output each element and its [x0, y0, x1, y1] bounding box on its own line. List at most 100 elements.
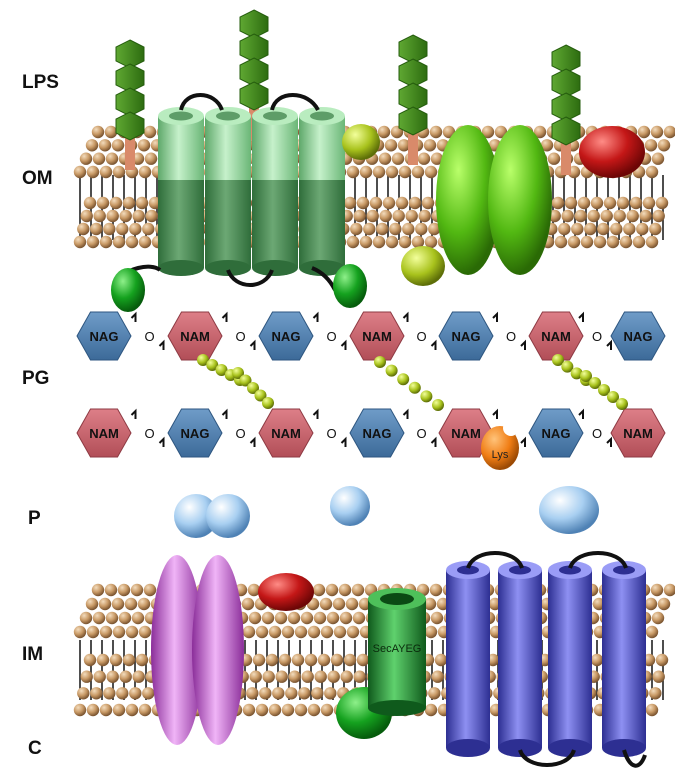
- lipid-head: [98, 139, 112, 152]
- peptide-crosslink: [374, 356, 444, 411]
- peptidoglycan-label: PG: [22, 368, 50, 389]
- lipid-head: [112, 703, 126, 717]
- glycosidic-bond: O: [221, 408, 256, 447]
- lipid-head: [314, 670, 327, 683]
- lipid-head: [652, 670, 665, 683]
- lipid-head: [96, 653, 110, 667]
- sec-translocon: SecAYEG: [336, 588, 426, 739]
- lipid-head: [397, 139, 411, 152]
- lps-sugar: [115, 111, 145, 141]
- lipid-head: [135, 196, 149, 210]
- lipid-head: [350, 222, 363, 236]
- lipid-head: [118, 611, 132, 625]
- lipid-head: [343, 196, 357, 210]
- lipid-head: [265, 653, 279, 667]
- lipid-head: [561, 209, 574, 223]
- nag-sugar: NAG: [610, 311, 666, 361]
- cytoplasm-label: C: [28, 738, 42, 759]
- lipid-head: [311, 687, 324, 700]
- oxygen-label: O: [144, 329, 154, 344]
- lipid-head: [320, 625, 334, 639]
- lipid-head: [80, 209, 93, 223]
- lipid-head: [567, 235, 581, 249]
- outer-membrane-label: OM: [22, 168, 53, 189]
- oxygen-label: O: [416, 426, 426, 441]
- nam-sugar: NAM: [438, 408, 494, 458]
- porin-helix: [205, 107, 251, 276]
- lipid-head: [564, 196, 578, 210]
- lipid-head: [103, 687, 116, 700]
- lipid-a: [125, 130, 135, 170]
- lipid-head: [248, 611, 262, 625]
- lipid-head: [434, 653, 448, 667]
- lipid-head: [580, 235, 594, 249]
- lipid-head: [83, 653, 97, 667]
- lipid-head: [129, 687, 142, 700]
- lipid-head: [613, 209, 626, 223]
- periplasm-label: P: [28, 508, 41, 529]
- lipid-head: [577, 196, 591, 210]
- nam-sugar: NAM: [258, 408, 314, 458]
- sugar-label: NAG: [181, 426, 210, 441]
- lipid-head: [99, 703, 113, 717]
- sugar-label: NAM: [451, 426, 481, 441]
- lipid-head: [125, 625, 139, 639]
- lipid-head: [431, 670, 444, 683]
- lipid-head: [85, 597, 99, 611]
- glycosidic-bond: O: [312, 408, 347, 447]
- sugar-label: NAG: [624, 329, 653, 344]
- lipid-head: [645, 703, 659, 717]
- lipid-head: [417, 152, 431, 165]
- lipid-head: [262, 670, 275, 683]
- lipid-head: [353, 670, 366, 683]
- lipid-head: [652, 209, 665, 223]
- lipid-head: [281, 625, 295, 639]
- lipid-head: [584, 222, 597, 236]
- lipid-head: [144, 152, 158, 165]
- lipid-head: [359, 235, 373, 249]
- lipid-head: [79, 611, 93, 625]
- lipid-head: [122, 653, 136, 667]
- lps-label: LPS: [22, 72, 59, 93]
- lipid-head: [351, 583, 365, 597]
- lipid-head: [105, 152, 119, 165]
- lipid-head: [391, 152, 405, 165]
- glycosidic-bond: O: [402, 408, 437, 447]
- lipid-head: [112, 165, 126, 179]
- lipid-head: [619, 235, 633, 249]
- lipid-head: [424, 625, 438, 639]
- lipid-head: [312, 583, 326, 597]
- lipid-head: [343, 653, 357, 667]
- lipid-head: [366, 209, 379, 223]
- lipid-head: [430, 611, 444, 625]
- lipid-head: [372, 165, 386, 179]
- glycosidic-bond: O: [312, 311, 347, 350]
- lipid-head: [112, 625, 126, 639]
- lipid-head: [632, 235, 646, 249]
- lipid-head: [268, 703, 282, 717]
- lipid-head: [657, 139, 671, 152]
- nam-sugar: NAM: [610, 408, 666, 458]
- lipid-head: [122, 196, 136, 210]
- im-blue-transporter: [446, 551, 647, 768]
- nag-sugar: NAG: [258, 311, 314, 361]
- lipid-head: [346, 235, 360, 249]
- lipid-head: [259, 687, 272, 700]
- lipid-head: [333, 625, 347, 639]
- glycosidic-bond: O: [130, 408, 165, 447]
- lipid-head: [600, 209, 613, 223]
- lipid-head: [481, 125, 495, 139]
- porin-loop: [179, 93, 224, 111]
- lps-sugar: [551, 116, 581, 146]
- lipid-a: [561, 135, 571, 175]
- lipid-head: [340, 670, 353, 683]
- lipid-head: [106, 209, 119, 223]
- lipid-head: [73, 235, 87, 249]
- lipid-head: [379, 209, 392, 223]
- lipid-head: [558, 222, 571, 236]
- lipid-head: [137, 139, 151, 152]
- lipid-head: [93, 209, 106, 223]
- lipid-head: [418, 209, 431, 223]
- peptide-crosslink: [580, 370, 628, 410]
